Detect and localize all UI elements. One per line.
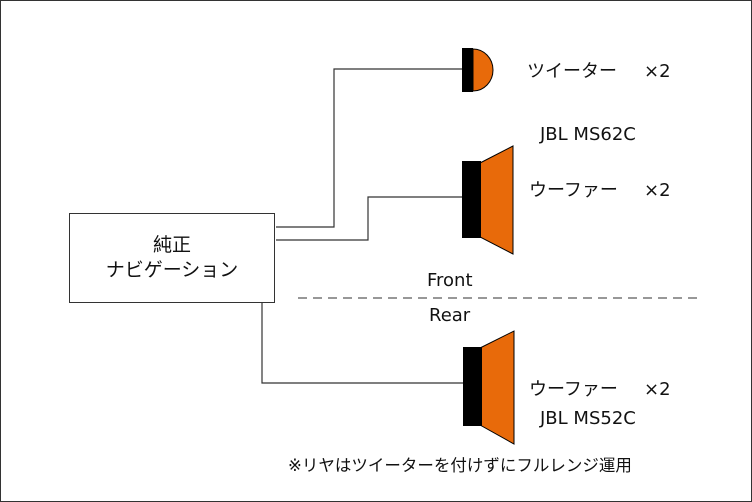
head-unit-box: 純正 ナビゲーション (69, 213, 275, 303)
tweeter-icon (462, 48, 494, 92)
front-model-label: JBL MS62C (540, 124, 636, 145)
tweeter-quantity: ×2 (644, 61, 671, 82)
front-woofer-speaker-icon (462, 145, 514, 255)
rear-zone-label: Rear (429, 305, 471, 326)
rear-model-label: JBL MS52C (540, 408, 636, 429)
wire-nav-to-tweeter (276, 68, 463, 228)
rear-woofer-label: ウーファー (529, 379, 618, 400)
rear-woofer-quantity: ×2 (644, 379, 671, 400)
head-unit-label-line2: ナビゲーション (105, 259, 239, 281)
rear-woofer-speaker-icon (463, 330, 515, 445)
front-woofer-quantity: ×2 (644, 180, 671, 201)
wire-nav-to-rear-woofer (261, 303, 463, 384)
wire-nav-to-front-woofer (276, 196, 463, 241)
front-woofer-label: ウーファー (529, 180, 618, 201)
head-unit-label-line1: 純正 (152, 234, 191, 256)
tweeter-label: ツイーター (527, 61, 617, 82)
rear-config-note: ※リヤはツイーターを付けずにフルレンジ運用 (288, 456, 632, 475)
front-zone-label: Front (427, 270, 473, 291)
